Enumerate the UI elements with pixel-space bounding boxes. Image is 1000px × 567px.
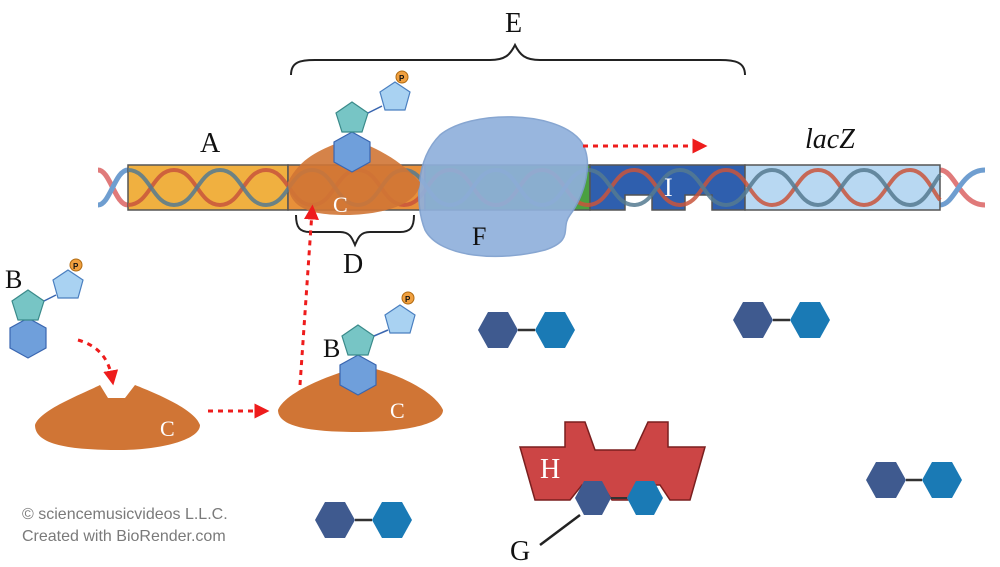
credit-line-2: Created with BioRender.com	[22, 528, 226, 545]
label-lacz: lacZ	[805, 124, 855, 155]
credit-line-1: © sciencemusicvideos L.L.C.	[22, 506, 228, 523]
phosphate-label-dna: P	[399, 74, 405, 83]
lactose-pair-2	[733, 302, 830, 338]
label-f: F	[472, 222, 486, 251]
allolactose-g	[575, 481, 663, 515]
label-h: H	[540, 454, 560, 485]
label-b-left: B	[5, 265, 22, 294]
lactose-pair-3	[866, 462, 962, 498]
camp-molecule-middle	[339, 291, 416, 396]
binding-arrow-curved	[77, 338, 119, 386]
label-g: G	[510, 536, 530, 567]
label-i: I	[664, 173, 673, 202]
dna-helix-right-end	[939, 167, 986, 208]
label-d: D	[343, 249, 363, 280]
polymerase-f	[418, 116, 589, 258]
label-c-left: C	[160, 416, 175, 441]
protein-c-left	[35, 385, 200, 450]
label-e: E	[505, 8, 522, 39]
phosphate-label-middle: P	[405, 295, 411, 304]
protein-c-middle	[278, 368, 443, 432]
label-b-middle: B	[323, 334, 340, 363]
label-g-pointer	[539, 514, 581, 546]
binding-arrow-vertical	[298, 204, 319, 386]
bracket-d	[295, 214, 415, 248]
label-c-middle: C	[390, 398, 405, 423]
label-a: A	[200, 128, 221, 159]
dna-helix-left-end	[97, 167, 129, 208]
lactose-pair-1	[478, 312, 575, 348]
camp-molecule-left	[9, 258, 84, 359]
phosphate-label-left: P	[73, 262, 79, 271]
camp-molecule-on-dna	[333, 70, 411, 173]
lactose-pair-4	[315, 502, 412, 538]
bracket-e	[290, 42, 746, 76]
protein-c-on-dna	[288, 142, 420, 215]
label-c-on-dna: C	[333, 192, 348, 217]
